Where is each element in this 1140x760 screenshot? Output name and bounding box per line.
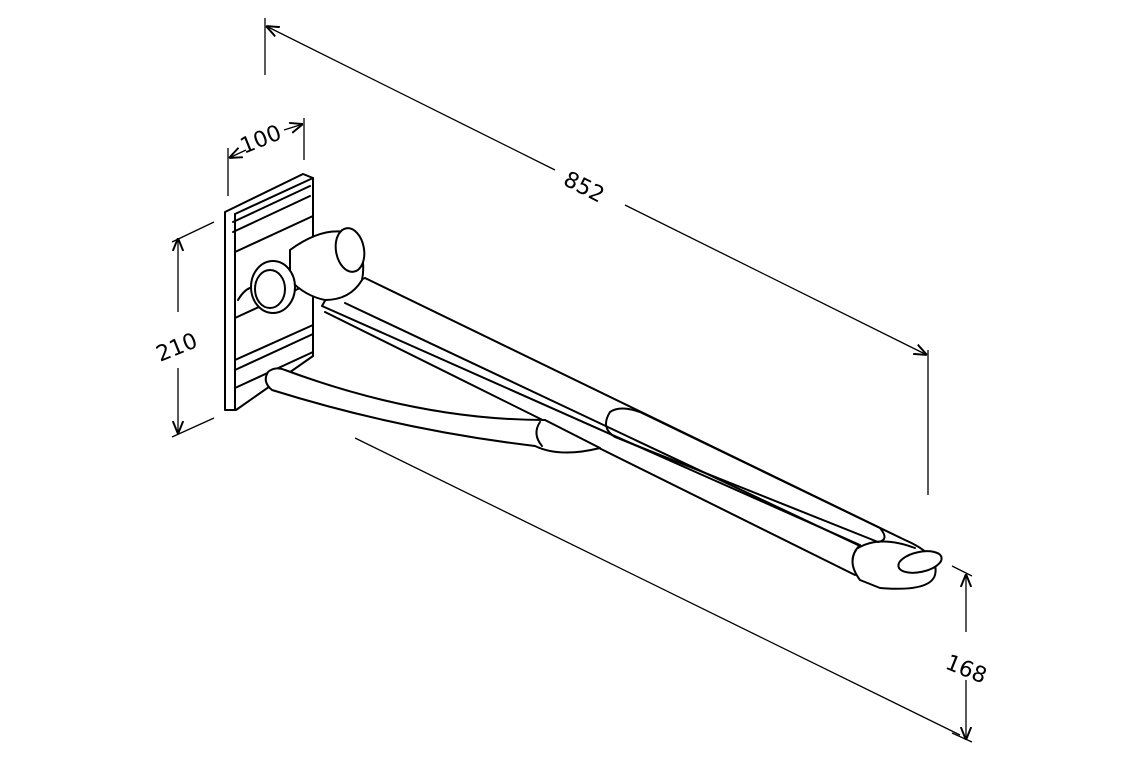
hinge-hub xyxy=(250,227,366,314)
bar-end-cap xyxy=(897,550,943,574)
support-strut xyxy=(264,367,601,454)
dimension-label-852: 852 xyxy=(559,167,608,208)
dimension-label-100: 100 xyxy=(237,121,285,160)
dimension-end-height: 168 xyxy=(942,565,990,743)
dimension-label-210: 210 xyxy=(153,329,201,368)
dimension-plate-height: 210 xyxy=(153,221,215,438)
grab-bar-arm xyxy=(321,277,943,590)
reference-line xyxy=(354,437,961,736)
